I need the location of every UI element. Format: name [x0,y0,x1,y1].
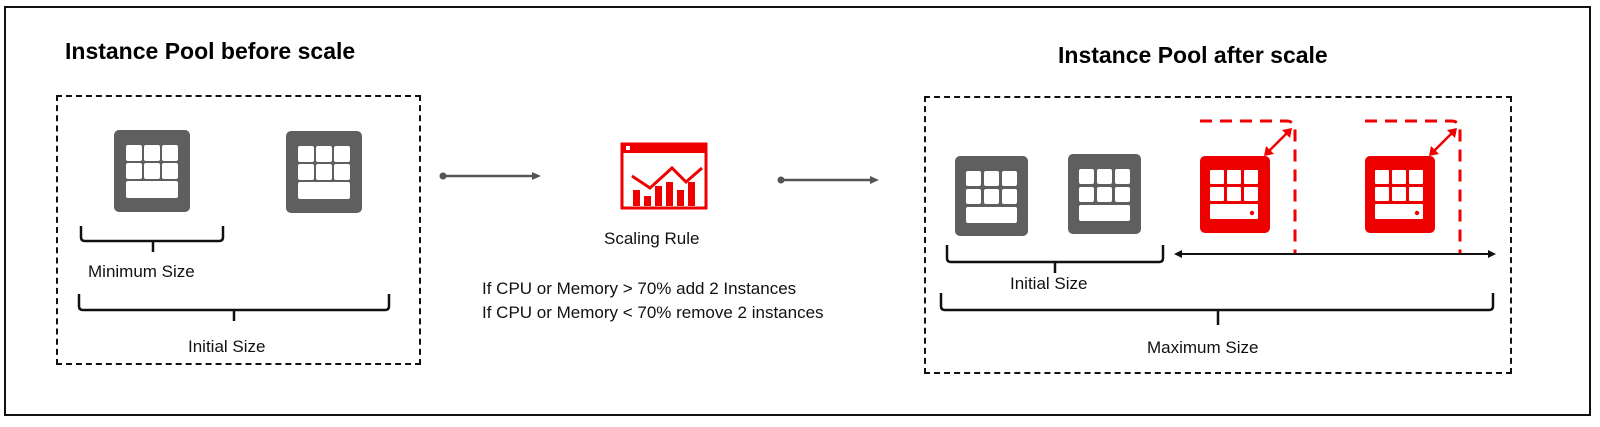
scaling-rule-title: Scaling Rule [604,229,700,248]
flow-arrow-icon [439,172,541,180]
after-title: Instance Pool after scale [1058,42,1328,68]
initial-size-brace [945,245,1165,273]
minimum-size-brace [79,226,225,252]
server-icon [1068,154,1141,234]
after-pool-box [924,96,1512,374]
before-pool-box [56,95,421,365]
double-arrow-icon [1174,250,1496,258]
after-initial-size-label: Initial Size [1010,274,1088,293]
server-icon [114,130,190,212]
added-instance-group [1365,119,1462,254]
minimum-size-label: Minimum Size [88,262,195,281]
scaling-chart-icon [620,142,708,210]
rule-line-add: If CPU or Memory > 70% add 2 Instances [482,279,797,298]
diagram-frame [4,6,1591,416]
initial-size-label: Initial Size [188,337,266,356]
initial-size-brace [77,294,391,321]
flow-arrow-icon [777,176,879,184]
scale-boundary-dashed [1200,119,1297,254]
server-icon [955,156,1028,236]
before-title: Instance Pool before scale [65,38,356,64]
server-icon [286,131,362,213]
maximum-size-brace [939,293,1495,325]
scale-boundary-dashed [1365,119,1462,254]
server-icon-added [1365,156,1435,233]
server-icon-added [1200,156,1270,233]
rule-line-remove: If CPU or Memory < 70% remove 2 instance… [482,303,824,322]
added-instance-group [1200,119,1297,254]
maximum-size-label: Maximum Size [1147,338,1259,357]
